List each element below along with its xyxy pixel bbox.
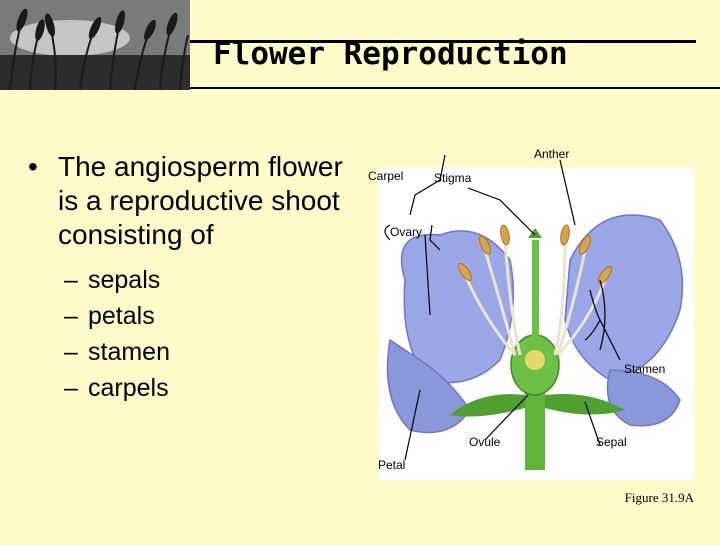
sub-item-text: sepals [88,266,161,294]
sub-list: –sepals –petals –stamen –carpels [28,262,348,406]
dash: – [64,374,78,402]
sub-item-text: carpels [88,374,169,402]
carpel-label: Carpel [368,169,404,183]
wheat-field-photo [0,0,190,90]
bullet-dot: • [28,151,38,182]
sub-item-text: stamen [88,338,170,366]
figure-caption: Figure 31.9A [624,490,694,505]
title-rule-bottom [190,87,720,89]
ovule-label: Ovule [469,435,501,449]
page-title: Flower Reproduction [213,36,568,72]
stamen-label: Stamen [624,362,666,376]
bullet-item: • The angiosperm flower is a reproductiv… [28,150,348,252]
flower-illustration [378,154,694,480]
anther-label: Anther [534,147,570,161]
sepal-label: Sepal [596,435,627,449]
stigma-label: Stigma [434,171,472,185]
sub-item: –sepals [64,262,348,298]
dash: – [64,266,78,294]
flower-diagram: Anther Carpel Stigma Ovary Stamen Ovule … [360,140,720,540]
title-rule-top [190,40,696,43]
dash: – [64,302,78,330]
petal-label: Petal [378,458,406,472]
bullet-text: The angiosperm flower is a reproductive … [58,151,343,250]
ovary-label: Ovary [390,225,423,239]
sub-item: –carpels [64,370,348,406]
sub-item-text: petals [88,302,155,330]
dash: – [64,338,78,366]
sub-item: –petals [64,298,348,334]
bullet-list: • The angiosperm flower is a reproductiv… [28,150,348,406]
sub-item: –stamen [64,334,348,370]
